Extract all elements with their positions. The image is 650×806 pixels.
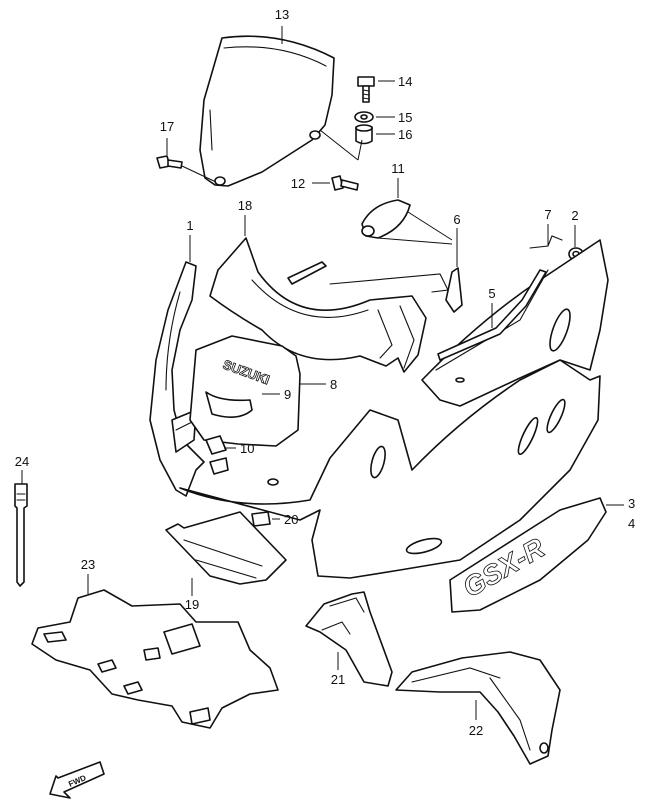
mirror-cover-11: [361, 199, 411, 239]
side-fairing-1: [149, 261, 205, 497]
screw-14: [357, 76, 375, 103]
windscreen: [199, 35, 335, 187]
callout-14: 14: [398, 74, 412, 89]
cushion-20: [251, 511, 271, 527]
washer-15: [354, 111, 374, 123]
callout-6: 6: [453, 212, 460, 227]
callout-15: 15: [398, 110, 412, 125]
callout-21: 21: [331, 672, 345, 687]
air-duct: [287, 261, 327, 285]
callout-20: 20: [284, 512, 298, 527]
callout-17: 17: [160, 119, 174, 134]
callout-8: 8: [330, 377, 337, 392]
bracket-21: [305, 591, 393, 687]
nut-16: [355, 124, 373, 145]
bolt-12: [331, 175, 359, 191]
front-cowl-8: SUZUKI: [189, 335, 301, 447]
callout-11: 11: [391, 161, 405, 176]
callout-12: 12: [291, 176, 305, 191]
clip-7: [529, 235, 563, 249]
under-cover-19: [165, 511, 287, 585]
callout-2: 2: [571, 208, 578, 223]
callout-3: 3: [628, 496, 635, 511]
callout-7: 7: [544, 207, 551, 222]
callout-9: 9: [284, 387, 291, 402]
strap-24: [14, 483, 28, 587]
inner-cowl-18: [209, 237, 427, 373]
trim-strip-5: [437, 269, 547, 361]
duct-trim: [329, 273, 449, 293]
callout-22: 22: [469, 723, 483, 738]
callout-5: 5: [488, 286, 495, 301]
callout-23: 23: [81, 557, 95, 572]
lower-cowling: [179, 239, 609, 579]
callout-4: 4: [628, 516, 635, 531]
fastener-17: [156, 155, 183, 169]
forward-direction-arrow: FWD: [49, 761, 105, 799]
rubber-mat-23: [31, 589, 279, 729]
callout-16: 16: [398, 127, 412, 142]
clip-10: [205, 435, 229, 475]
callout-13: 13: [275, 7, 289, 22]
callout-10: 10: [240, 441, 254, 456]
callout-1: 1: [186, 218, 193, 233]
chain-guard-22: [395, 651, 561, 765]
callout-18: 18: [238, 198, 252, 213]
trim-strip-6: [445, 267, 463, 313]
callout-19: 19: [185, 597, 199, 612]
callout-24: 24: [15, 454, 29, 469]
